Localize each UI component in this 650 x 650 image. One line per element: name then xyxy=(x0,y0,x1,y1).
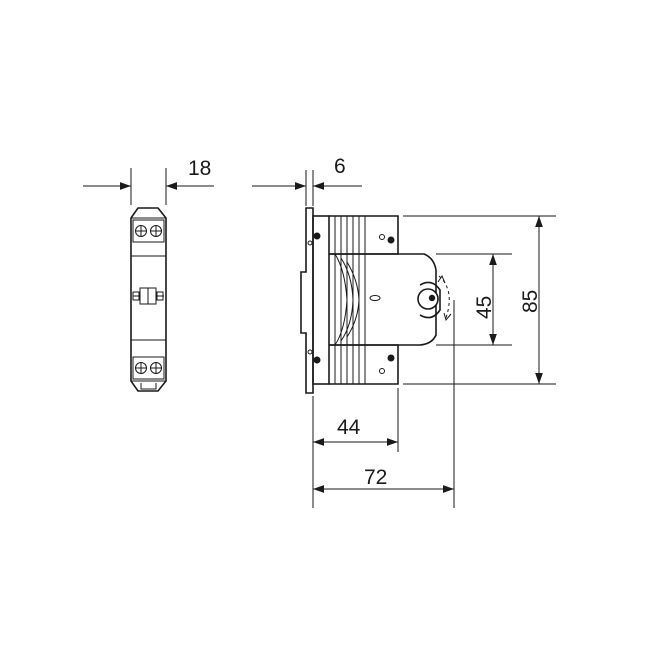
dimension-label-height-window: 45 xyxy=(473,296,496,319)
screw-icon xyxy=(313,356,321,364)
dimension-rail-offset: 6 xyxy=(252,155,362,206)
front-view xyxy=(130,207,167,392)
terminal-screw-icon xyxy=(150,362,162,374)
dimension-label-height-total: 85 xyxy=(519,290,542,313)
cooling-fins xyxy=(334,216,366,384)
terminal-screw-icon xyxy=(135,362,147,374)
dimension-label-depth-total: 72 xyxy=(364,466,387,489)
screw-icon xyxy=(387,236,395,244)
screw-icon xyxy=(313,232,321,240)
terminal-screw-icon xyxy=(150,225,162,237)
side-view xyxy=(300,207,452,394)
dimension-depth-front: 44 xyxy=(312,388,399,508)
dimension-depth-total: 72 xyxy=(313,300,455,508)
terminal-screw-icon xyxy=(135,225,147,237)
dimension-label-width: 18 xyxy=(188,157,211,180)
dimension-height-window: 45 xyxy=(436,253,512,346)
toggle-lever-icon xyxy=(417,274,452,322)
dimension-width: 18 xyxy=(83,157,214,205)
dimension-height-total: 85 xyxy=(403,215,556,385)
dimension-label-rail-offset: 6 xyxy=(334,155,346,178)
dimension-label-depth-front: 44 xyxy=(337,416,361,439)
screw-icon xyxy=(387,354,395,362)
